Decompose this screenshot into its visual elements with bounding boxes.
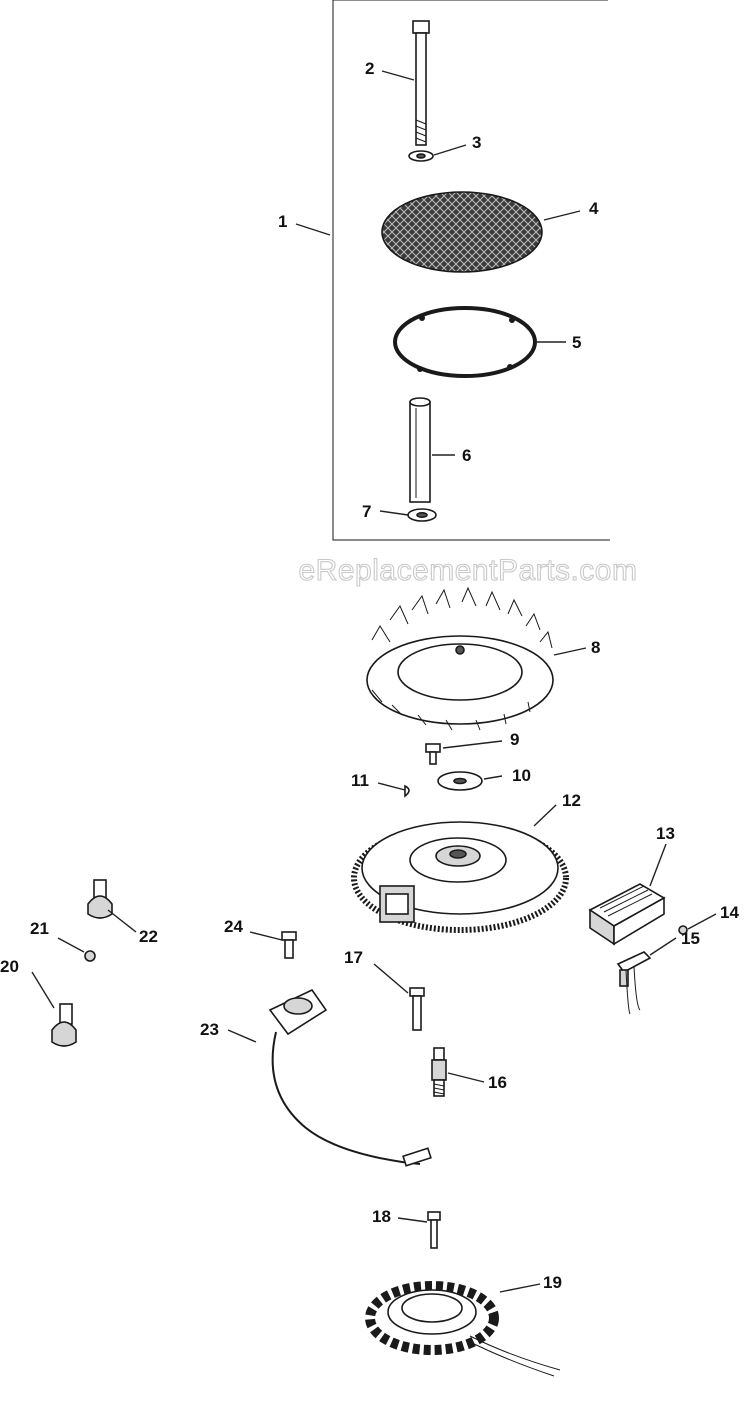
callout-21: 21 xyxy=(30,919,49,938)
callout-23: 23 xyxy=(200,1020,219,1039)
part-20-clip[interactable] xyxy=(51,1003,77,1047)
callout-9: 9 xyxy=(510,730,519,749)
callout-22: 22 xyxy=(139,927,158,946)
part-13-rectifier[interactable] xyxy=(588,883,666,946)
callout-19: 19 xyxy=(543,1273,562,1292)
callout-11: 11 xyxy=(351,771,369,790)
callout-3: 3 xyxy=(472,133,481,152)
callout-4: 4 xyxy=(589,199,599,218)
callout-6: 6 xyxy=(462,446,471,465)
callout-8: 8 xyxy=(591,638,600,657)
part-21-nut[interactable] xyxy=(84,950,96,962)
callout-12: 12 xyxy=(562,791,581,810)
part-7-washer[interactable] xyxy=(407,508,437,522)
part-16-spark-plug[interactable] xyxy=(431,1047,447,1097)
callout-15: 15 xyxy=(681,929,700,948)
part-5-retaining-ring[interactable] xyxy=(393,306,537,378)
part-4-mesh-screen[interactable] xyxy=(381,191,543,273)
part-9-bolt[interactable] xyxy=(425,743,441,765)
part-14-screw[interactable] xyxy=(678,925,688,935)
part-3-washer[interactable] xyxy=(408,150,434,162)
part-19-stator[interactable] xyxy=(365,1281,561,1377)
part-17-bolt[interactable] xyxy=(409,987,425,1031)
callout-17: 17 xyxy=(344,948,363,967)
watermark: eReplacementParts.com xyxy=(299,554,638,587)
callout-16: 16 xyxy=(488,1073,507,1092)
part-10-washer[interactable] xyxy=(437,771,483,791)
part-11-key[interactable] xyxy=(404,784,410,798)
callout-13: 13 xyxy=(656,824,675,843)
callout-24: 24 xyxy=(224,917,243,936)
part-12-flywheel[interactable] xyxy=(351,821,569,933)
callout-1: 1 xyxy=(278,212,287,231)
part-8-fan[interactable] xyxy=(366,586,554,731)
callout-18: 18 xyxy=(372,1207,391,1226)
callout-7: 7 xyxy=(362,502,371,521)
part-2-long-bolt[interactable] xyxy=(412,20,430,146)
callout-5: 5 xyxy=(572,333,581,352)
callout-labels: 1 2 3 4 5 6 7 8 9 10 11 12 13 14 15 16 1… xyxy=(0,59,739,1292)
callout-20: 20 xyxy=(0,957,19,976)
callout-14: 14 xyxy=(720,903,739,922)
callout-2: 2 xyxy=(365,59,374,78)
part-18-bolt[interactable] xyxy=(427,1211,441,1249)
part-22-clip[interactable] xyxy=(87,879,113,919)
part-6-spacer-tube[interactable] xyxy=(409,397,431,503)
kit-group-box xyxy=(332,0,610,541)
leader-lines xyxy=(31,70,717,1293)
callout-10: 10 xyxy=(512,766,531,785)
part-24-screw[interactable] xyxy=(281,931,297,959)
part-15-connector[interactable] xyxy=(616,951,652,1015)
part-23-ignition-module[interactable] xyxy=(268,988,432,1167)
